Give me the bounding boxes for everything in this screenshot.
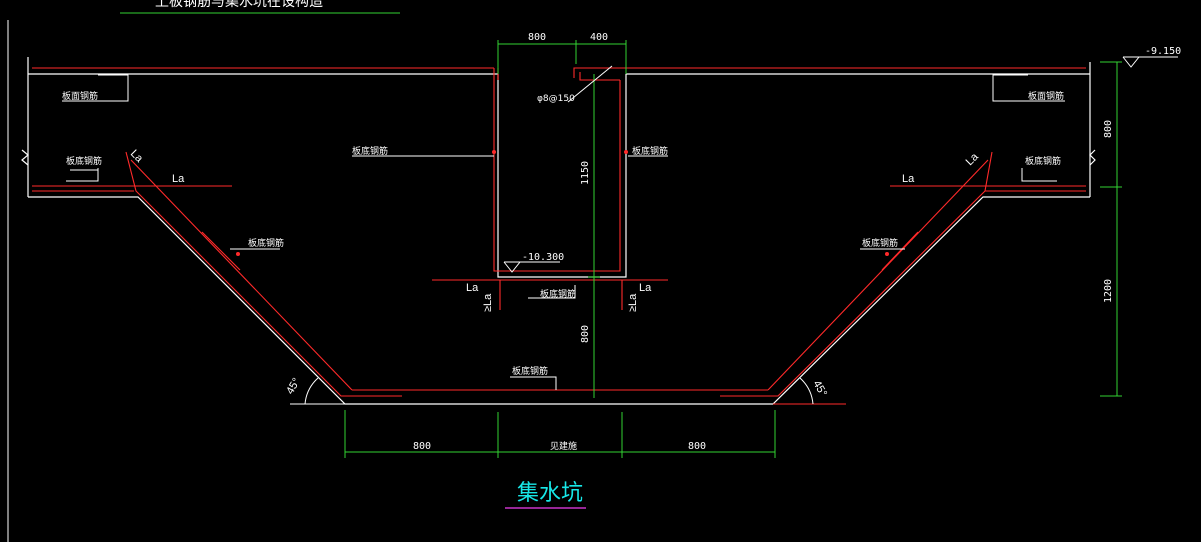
note-left-slope-rebar: 板底钢筋 bbox=[248, 237, 284, 249]
dim-right-lower: 1200 bbox=[1103, 279, 1114, 303]
note-top-left-rebar: 板面钢筋 bbox=[62, 90, 98, 102]
rebar-dots bbox=[236, 150, 889, 256]
note-pit-wall-right: 板底钢筋 bbox=[632, 145, 668, 157]
note-right-lower-rebar: 板底钢筋 bbox=[1025, 155, 1061, 167]
elevation-top: -9.150 bbox=[1145, 46, 1181, 57]
anchor-label-pit-right: La bbox=[639, 282, 652, 294]
note-pit-bottom-rebar: 板底钢筋 bbox=[540, 288, 576, 300]
note-bottom-rebar: 板底钢筋 bbox=[512, 365, 548, 377]
dim-top-right: 400 bbox=[590, 32, 608, 43]
elevation-pit-bottom: -10.300 bbox=[522, 252, 564, 263]
anchor-ge-label-right: ≥La bbox=[627, 293, 639, 312]
dimension-lines bbox=[344, 40, 1122, 458]
angle-right: 45° bbox=[810, 379, 829, 399]
note-pit-wall-left: 板底钢筋 bbox=[352, 145, 388, 157]
dim-mid-depth: 800 bbox=[580, 325, 591, 343]
anchor-label-left: La bbox=[172, 173, 185, 185]
anchor-label-pit-left: La bbox=[466, 282, 479, 294]
note-left-lower-rebar: 板底钢筋 bbox=[66, 155, 102, 167]
anchor-label-right: La bbox=[902, 173, 915, 185]
dim-bottom-right: 800 bbox=[688, 441, 706, 452]
rebar-lines bbox=[32, 67, 1086, 405]
top-title: 上板钢筋与集水坑在设构造 bbox=[155, 0, 323, 10]
note-pit-stirrup: φ8@150 bbox=[537, 94, 575, 104]
dim-right-upper: 800 bbox=[1103, 120, 1114, 138]
note-top-right-rebar: 板面钢筋 bbox=[1028, 90, 1064, 102]
dim-bottom-mid: 见建施 bbox=[550, 440, 577, 452]
anchor-label-left-slope: La bbox=[128, 148, 146, 166]
anchor-label-right-slope: La bbox=[964, 150, 982, 168]
anchor-ge-label-left: ≥La bbox=[482, 293, 494, 312]
angle-left: 45° bbox=[284, 376, 303, 396]
dim-top-left: 800 bbox=[528, 32, 546, 43]
concrete-outline bbox=[21, 57, 1096, 405]
dim-pit-depth: 1150 bbox=[580, 161, 591, 185]
note-right-slope-rebar: 板底钢筋 bbox=[862, 237, 898, 249]
dim-bottom-left: 800 bbox=[413, 441, 431, 452]
leader-lines bbox=[62, 56, 1178, 405]
drawing-title: 集水坑 bbox=[517, 481, 583, 506]
